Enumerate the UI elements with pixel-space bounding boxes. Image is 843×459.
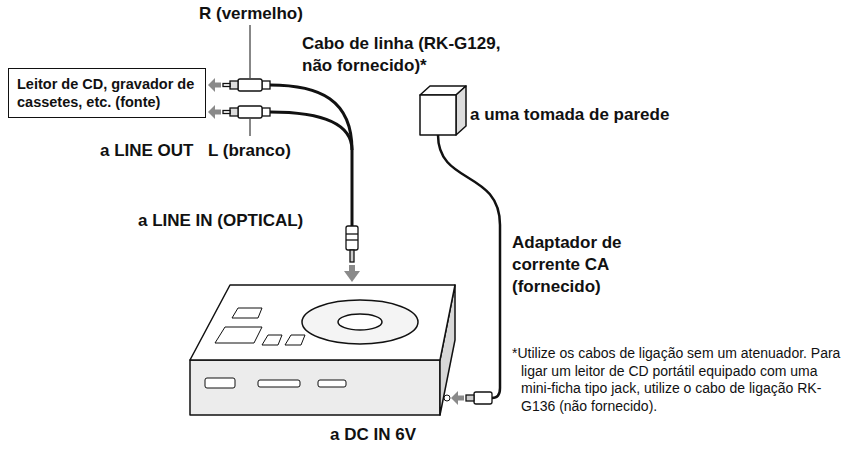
direction-arrow-part [451, 391, 458, 405]
callout-label: R (vermelho) [199, 3, 303, 25]
dc-plug [466, 392, 492, 404]
callout-label: a LINE OUT [100, 140, 194, 162]
direction-arrow-part [344, 271, 360, 282]
dc-plug-part [474, 392, 492, 404]
callout-label: a LINE IN (OPTICAL) [138, 210, 303, 232]
callout-label: Adaptador de corrente CA (fornecido) [512, 232, 662, 298]
direction-arrow-part [349, 265, 355, 272]
callout-label: L (branco) [208, 140, 291, 162]
callout-label: a DC IN 6V [330, 424, 416, 446]
dc-plug-part [466, 395, 474, 401]
rca-plug-l [223, 106, 270, 118]
rca-plug-r-part [262, 81, 270, 89]
direction-arrow-part [214, 110, 221, 115]
leader-line-part [250, 25, 251, 78]
wall-adapter [420, 86, 466, 135]
source-device-box: Leitor de CD, gravador de cassetes, etc.… [8, 68, 206, 118]
adapter-cable [438, 135, 500, 398]
mini-jack-plug-part [350, 250, 354, 262]
line-cable-part [351, 150, 354, 228]
wall-adapter-part [420, 95, 456, 135]
rca-plug-l-part [262, 108, 270, 116]
direction-arrow-part [208, 105, 215, 119]
direction-arrow [344, 265, 360, 282]
callout-label: Cabo de linha (RK-G129, não fornecido)* [302, 33, 517, 77]
mini-jack-plug-part [346, 233, 358, 234]
direction-arrow-part [214, 83, 221, 88]
md-recorder-part [302, 300, 418, 344]
direction-arrow [451, 391, 464, 405]
md-recorder-part [262, 335, 282, 345]
rca-plug-r-part [230, 81, 238, 89]
mini-jack-plug-part [346, 239, 358, 240]
md-recorder-part [338, 314, 382, 330]
rca-plug-l-part [223, 111, 230, 114]
rca-plug-l-part [238, 106, 262, 118]
rca-plug-r-part [223, 84, 230, 87]
callout-label: a uma tomada de parede [470, 104, 669, 126]
md-recorder-part [190, 360, 440, 415]
footnote: *Utilize os cabos de ligação sem um aten… [512, 345, 843, 415]
rca-plug-r-part [238, 79, 262, 91]
md-recorder-part [318, 380, 346, 387]
line-cable-part [270, 85, 352, 150]
md-recorder [190, 285, 455, 415]
md-recorder-part [232, 308, 262, 318]
wall-adapter-part [456, 86, 466, 135]
leader-line [250, 25, 251, 136]
md-recorder-part [215, 327, 262, 343]
direction-arrow-part [208, 78, 215, 92]
md-recorder-part [258, 380, 300, 387]
md-recorder-part [190, 285, 455, 360]
mini-jack-plug [346, 226, 358, 262]
direction-arrow-part [457, 396, 464, 401]
md-recorder-part [205, 378, 235, 388]
direction-arrow [208, 78, 221, 119]
leader-line-part [250, 119, 251, 136]
rca-plug-l-part [230, 108, 238, 116]
mini-jack-plug-part [346, 226, 358, 250]
rca-plug-r [223, 79, 270, 91]
md-recorder-part [285, 335, 305, 345]
md-recorder-part [444, 395, 450, 401]
box-text: Leitor de CD, gravador de cassetes, etc.… [17, 75, 197, 111]
